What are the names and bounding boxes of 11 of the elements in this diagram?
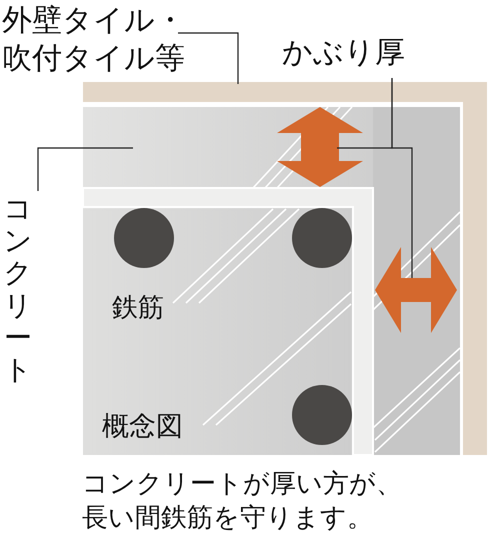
leader-line [391,78,413,278]
leader-line [178,32,239,84]
note-label: 概念図 [102,410,183,444]
part-label: 鉄筋 [112,292,164,325]
leader-line [37,147,133,191]
double-arrow [277,107,363,187]
callout-label: コンクリート [3,193,33,386]
double-arrow [375,247,457,333]
caption: コンクリートが厚い方が、長い間鉄筋を守ります。 [82,468,403,535]
callout-label: かぶり厚 [282,34,422,72]
callout-label: 外壁タイル・吹付タイル等 [2,2,192,77]
